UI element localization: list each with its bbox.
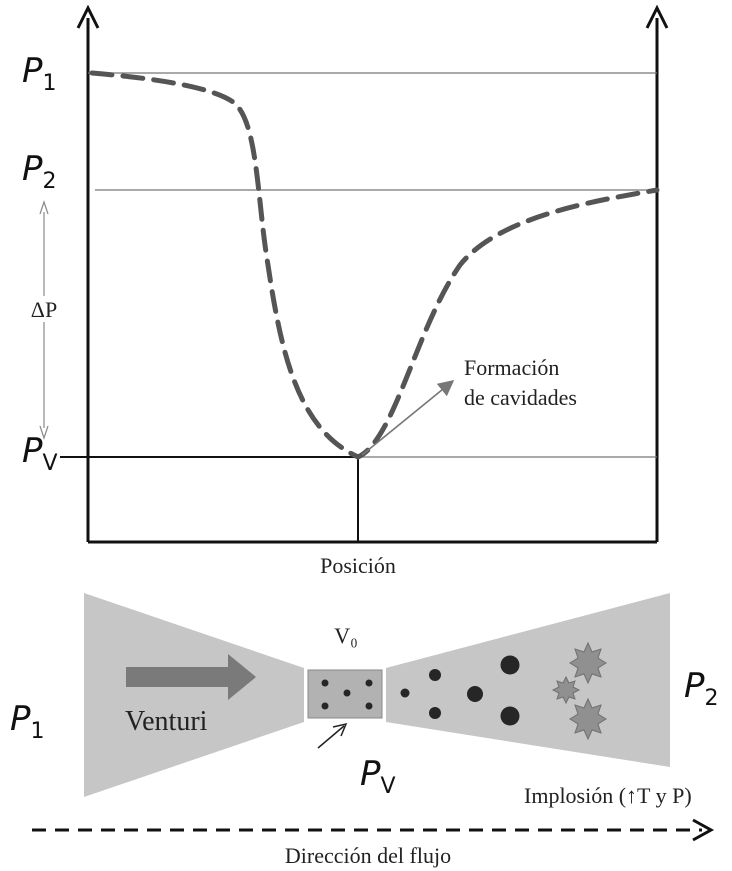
throat-bubble: [321, 679, 329, 687]
cavity-bubble: [429, 669, 441, 681]
flow-direction-label: Dirección del flujo: [285, 843, 451, 868]
venturi-p1-label: P1: [10, 699, 45, 744]
throat-arrow: [317, 725, 345, 749]
cavity-bubble: [467, 686, 483, 702]
p2-label: P2: [22, 149, 57, 194]
cavity-bubble: [400, 688, 410, 698]
pressure-curve: [89, 70, 660, 460]
venturi-label: Venturi: [125, 706, 208, 737]
venturi-pv-label: PV: [360, 754, 396, 799]
implosion-star: [569, 697, 607, 741]
x-axis-label: Posición: [320, 553, 396, 578]
venturi-schematic: Venturi V₀ P1 P2 PV Implosión (↑T y P) D…: [10, 593, 719, 868]
flow-direction-arrow: [126, 654, 256, 700]
implosion-star: [569, 641, 607, 685]
throat-bubble: [343, 689, 351, 697]
throat-arrowhead: [332, 722, 348, 737]
delta-p-arrowhead-top: [39, 200, 49, 215]
cavity-bubble: [429, 707, 441, 719]
throat-v0-label: V₀: [334, 623, 358, 648]
cavity-annotation-line1: Formación: [464, 355, 559, 380]
converging-cone: [84, 593, 304, 797]
cavity-bubble: [500, 706, 520, 726]
implosion-label: Implosión (↑T y P): [524, 783, 692, 808]
implosion-star: [551, 675, 581, 705]
cavity-bubble: [500, 655, 520, 675]
throat-bubble: [365, 679, 373, 687]
left-axis-arrowhead: [76, 4, 100, 29]
throat-bubble: [365, 702, 373, 710]
pv-label: PV: [22, 431, 58, 476]
flow-direction-arrowhead: [692, 818, 715, 842]
pressure-profile-chart: ΔP P1 P2 PV Formación de cavidades Posic…: [22, 4, 669, 578]
venturi-p2-label: P2: [684, 666, 719, 711]
cavity-annotation-arrow: [361, 379, 455, 456]
cavity-annotation-line2: de cavidades: [464, 385, 577, 410]
delta-p-label: ΔP: [31, 297, 57, 322]
right-axis-arrowhead: [645, 4, 669, 29]
diverging-cone: [386, 593, 670, 767]
delta-p-arrowhead-bottom: [39, 425, 49, 440]
throat-bubble: [321, 702, 329, 710]
p1-label: P1: [22, 51, 57, 96]
